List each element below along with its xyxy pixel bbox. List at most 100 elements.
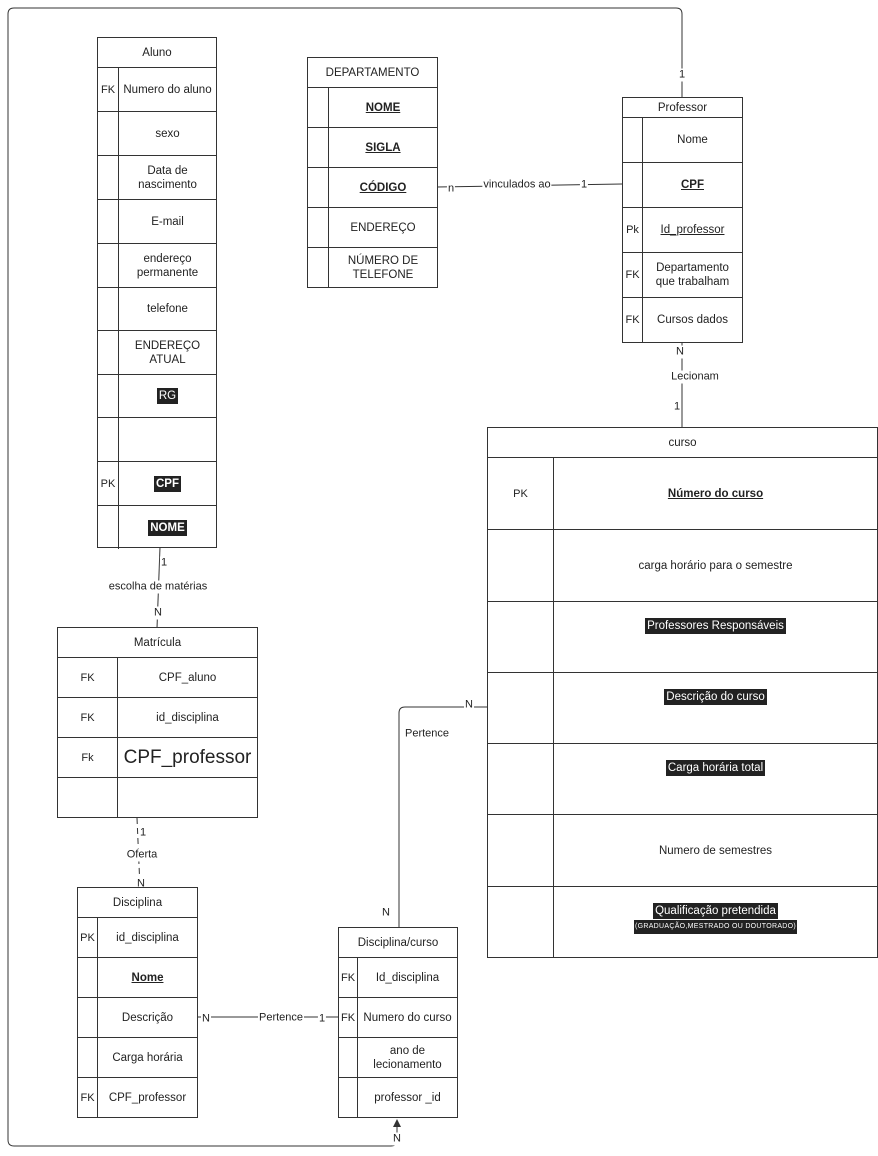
curso-title: curso bbox=[488, 428, 877, 458]
aluno-key bbox=[98, 288, 119, 330]
aluno-key bbox=[98, 200, 119, 243]
pertence-disc-card-left: N bbox=[201, 1012, 211, 1026]
curso-key bbox=[488, 673, 554, 743]
departamento-field: NÚMERO DE TELEFONE bbox=[347, 254, 419, 281]
curso-key bbox=[488, 602, 554, 672]
matricula-key bbox=[58, 778, 118, 817]
aluno-field-nome: NOME bbox=[148, 519, 187, 536]
matricula-title: Matrícula bbox=[58, 628, 257, 658]
curso-key bbox=[488, 815, 554, 886]
professor-field: Nome bbox=[677, 134, 708, 146]
aluno-field: Numero do aluno bbox=[123, 83, 212, 96]
escolha-card-bottom: N bbox=[153, 606, 163, 620]
aluno-field-rg: RG bbox=[156, 388, 179, 404]
aluno-key bbox=[98, 506, 119, 549]
disciplina-curso-key bbox=[339, 1038, 358, 1077]
matricula-field: id_disciplina bbox=[156, 711, 219, 724]
departamento-title: DEPARTAMENTO bbox=[308, 58, 437, 88]
professor-field: Departamento que trabalham bbox=[655, 262, 730, 288]
pertence-disc-card-right: 1 bbox=[317, 1012, 327, 1026]
aluno-title: Aluno bbox=[98, 38, 216, 68]
departamento-key bbox=[308, 248, 329, 287]
curso-key: PK bbox=[488, 458, 554, 529]
matricula-table: Matrícula FK CPF_aluno FK id_disciplina Fk… bbox=[57, 627, 258, 818]
departamento-key bbox=[308, 128, 329, 167]
matricula-field: CPF_aluno bbox=[158, 671, 217, 684]
lecionam-label: Lecionam bbox=[670, 370, 720, 384]
pertence-curso-card-bottom: N bbox=[381, 906, 391, 920]
departamento-table: DEPARTAMENTO NOME SIGLA CÓDIGO ENDEREÇO … bbox=[307, 57, 438, 288]
aluno-field: Data de nascimento bbox=[138, 164, 197, 191]
oferta-card-bottom: N bbox=[136, 877, 146, 891]
disciplina-key bbox=[78, 1038, 98, 1077]
curso-field: Numero de semestres bbox=[658, 844, 773, 857]
curso-field-qualificacao-sub: (GRADUAÇÃO,MESTRADO OU DOUTORADO) bbox=[633, 920, 798, 934]
professor-field: CPF bbox=[681, 179, 704, 191]
aluno-key bbox=[98, 156, 119, 199]
vinculados-label: vinculados ao bbox=[482, 178, 552, 192]
aluno-field: sexo bbox=[155, 127, 180, 140]
disciplina-field: id_disciplina bbox=[116, 931, 179, 944]
disciplina-field: Nome bbox=[131, 971, 164, 984]
aluno-field: ENDEREÇO ATUAL bbox=[134, 339, 201, 366]
professor-key bbox=[623, 163, 643, 207]
pertence-curso-label: Pertence bbox=[403, 727, 451, 741]
curso-field-professores: Professores Responsáveis bbox=[645, 618, 786, 634]
curso-key bbox=[488, 530, 554, 601]
aluno-key: PK bbox=[98, 462, 119, 505]
oferta-card-top: 1 bbox=[138, 826, 148, 840]
professor-field: Id_professor bbox=[660, 224, 725, 236]
disciplina-key bbox=[78, 958, 98, 997]
disciplina-field: Carga horária bbox=[112, 1051, 183, 1064]
curso-key bbox=[488, 887, 554, 958]
professor-key bbox=[623, 118, 643, 162]
arrow-head bbox=[393, 1119, 401, 1127]
professor-key: FK bbox=[623, 253, 643, 297]
disciplina-key: FK bbox=[78, 1078, 98, 1117]
curso-field: Número do curso bbox=[667, 487, 764, 500]
lecionam-card-top: N bbox=[675, 345, 685, 359]
disciplina-key: PK bbox=[78, 918, 98, 957]
disciplina-curso-field: Id_disciplina bbox=[375, 971, 440, 984]
disciplina-field: Descrição bbox=[121, 1011, 174, 1024]
disciplina-curso-key bbox=[339, 1078, 358, 1117]
loop-card-bottom: N bbox=[392, 1132, 402, 1146]
matricula-field: CPF_professor bbox=[123, 746, 252, 768]
matricula-field bbox=[118, 778, 257, 817]
disciplina-key bbox=[78, 998, 98, 1037]
curso-table: curso PK Número do curso carga horário pa… bbox=[487, 427, 878, 958]
pertence-curso-connector bbox=[398, 706, 487, 928]
departamento-field: CÓDIGO bbox=[359, 181, 407, 194]
aluno-key bbox=[98, 375, 119, 417]
departamento-field: NOME bbox=[365, 101, 401, 114]
matricula-key: FK bbox=[58, 658, 118, 697]
curso-field-descricao: Descrição do curso bbox=[664, 689, 767, 705]
aluno-field: telefone bbox=[147, 303, 188, 315]
disciplina-curso-field: Numero do curso bbox=[363, 1011, 452, 1024]
aluno-key bbox=[98, 331, 119, 374]
matricula-key: Fk bbox=[58, 738, 118, 777]
departamento-key bbox=[308, 168, 329, 207]
pertence-curso-card-top: N bbox=[464, 698, 474, 712]
escolha-label: escolha de matérias bbox=[107, 580, 209, 594]
loop-card-top: 1 bbox=[677, 68, 687, 82]
curso-field-carga-total: Carga horária total bbox=[665, 760, 766, 776]
disciplina-curso-key: FK bbox=[339, 958, 358, 997]
disciplina-title: Disciplina bbox=[78, 888, 197, 918]
aluno-table: Aluno FK Numero do aluno sexo Data de nas… bbox=[97, 37, 217, 549]
vinculados-card-left: n bbox=[446, 182, 456, 196]
pertence-disc-label: Pertence bbox=[257, 1011, 305, 1025]
matricula-key: FK bbox=[58, 698, 118, 737]
aluno-key bbox=[98, 112, 119, 155]
departamento-key bbox=[308, 208, 329, 247]
curso-field: carga horário para o semestre bbox=[638, 559, 793, 572]
disciplina-field: CPF_professor bbox=[108, 1091, 187, 1104]
lecionam-card-bottom: 1 bbox=[672, 400, 682, 414]
professor-title: Professor bbox=[623, 98, 742, 118]
departamento-key bbox=[308, 88, 329, 127]
aluno-key: FK bbox=[98, 68, 119, 111]
vinculados-card-right: 1 bbox=[579, 178, 589, 192]
disciplina-curso-field: professor _id bbox=[374, 1091, 441, 1104]
